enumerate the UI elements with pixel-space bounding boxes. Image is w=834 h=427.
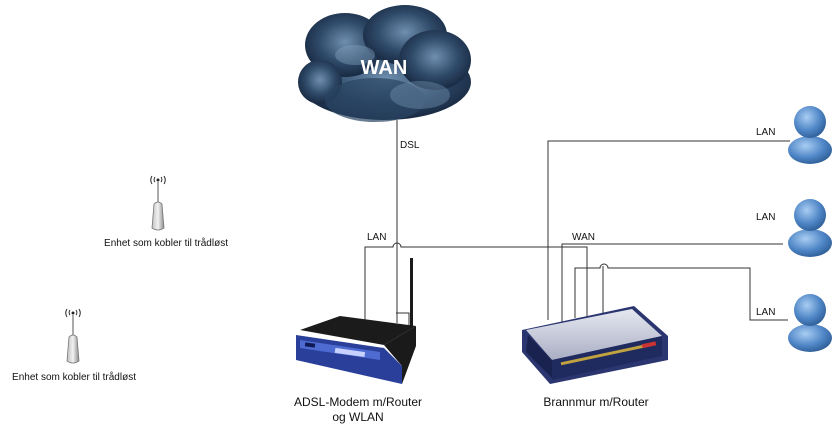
- storm-cloud-icon: [298, 5, 471, 122]
- lan-label-2: LAN: [756, 212, 775, 223]
- adsl-modem: ADSL-Modem m/Router og WLAN: [294, 258, 422, 424]
- lan-user-3: [788, 294, 832, 352]
- dsl-label: DSL: [400, 140, 420, 151]
- user-icon: [788, 294, 832, 352]
- wires: [364, 120, 790, 328]
- firewall: Brannmur m/Router: [522, 306, 668, 409]
- wireless-device-2: Enhet som kobler til trådløst: [12, 308, 136, 383]
- cloud-label: WAN: [361, 57, 408, 79]
- firewall-appliance-icon: [522, 306, 668, 384]
- user-icon: [788, 199, 832, 257]
- user-1-wire: [547, 140, 790, 320]
- lan-user-2: [788, 199, 832, 257]
- firewall-wan-label: WAN: [572, 232, 595, 243]
- wireless-antenna-icon: [150, 175, 166, 231]
- lan-label-3: LAN: [756, 307, 775, 318]
- modem-lan-wire: [364, 242, 588, 328]
- wireless-router-icon: [296, 258, 416, 384]
- wan-cloud: WAN: [298, 5, 471, 122]
- firewall-label: Brannmur m/Router: [543, 395, 648, 409]
- wireless-device-1-label: Enhet som kobler til trådløst: [104, 237, 228, 249]
- modem-out-wire: [396, 312, 410, 328]
- modem-label-line1: ADSL-Modem m/Router: [294, 395, 422, 409]
- wireless-device-2-label: Enhet som kobler til trådløst: [12, 371, 136, 383]
- lan-label-1: LAN: [756, 127, 775, 138]
- modem-label-line2: og WLAN: [332, 410, 383, 424]
- wireless-antenna-icon: [65, 308, 81, 364]
- lan-user-1: [788, 106, 832, 164]
- user-3-wire: [574, 263, 788, 321]
- modem-lan-label: LAN: [367, 232, 386, 243]
- wireless-device-1: Enhet som kobler til trådløst: [104, 175, 228, 249]
- user-2-wire: [561, 243, 783, 325]
- user-icon: [788, 106, 832, 164]
